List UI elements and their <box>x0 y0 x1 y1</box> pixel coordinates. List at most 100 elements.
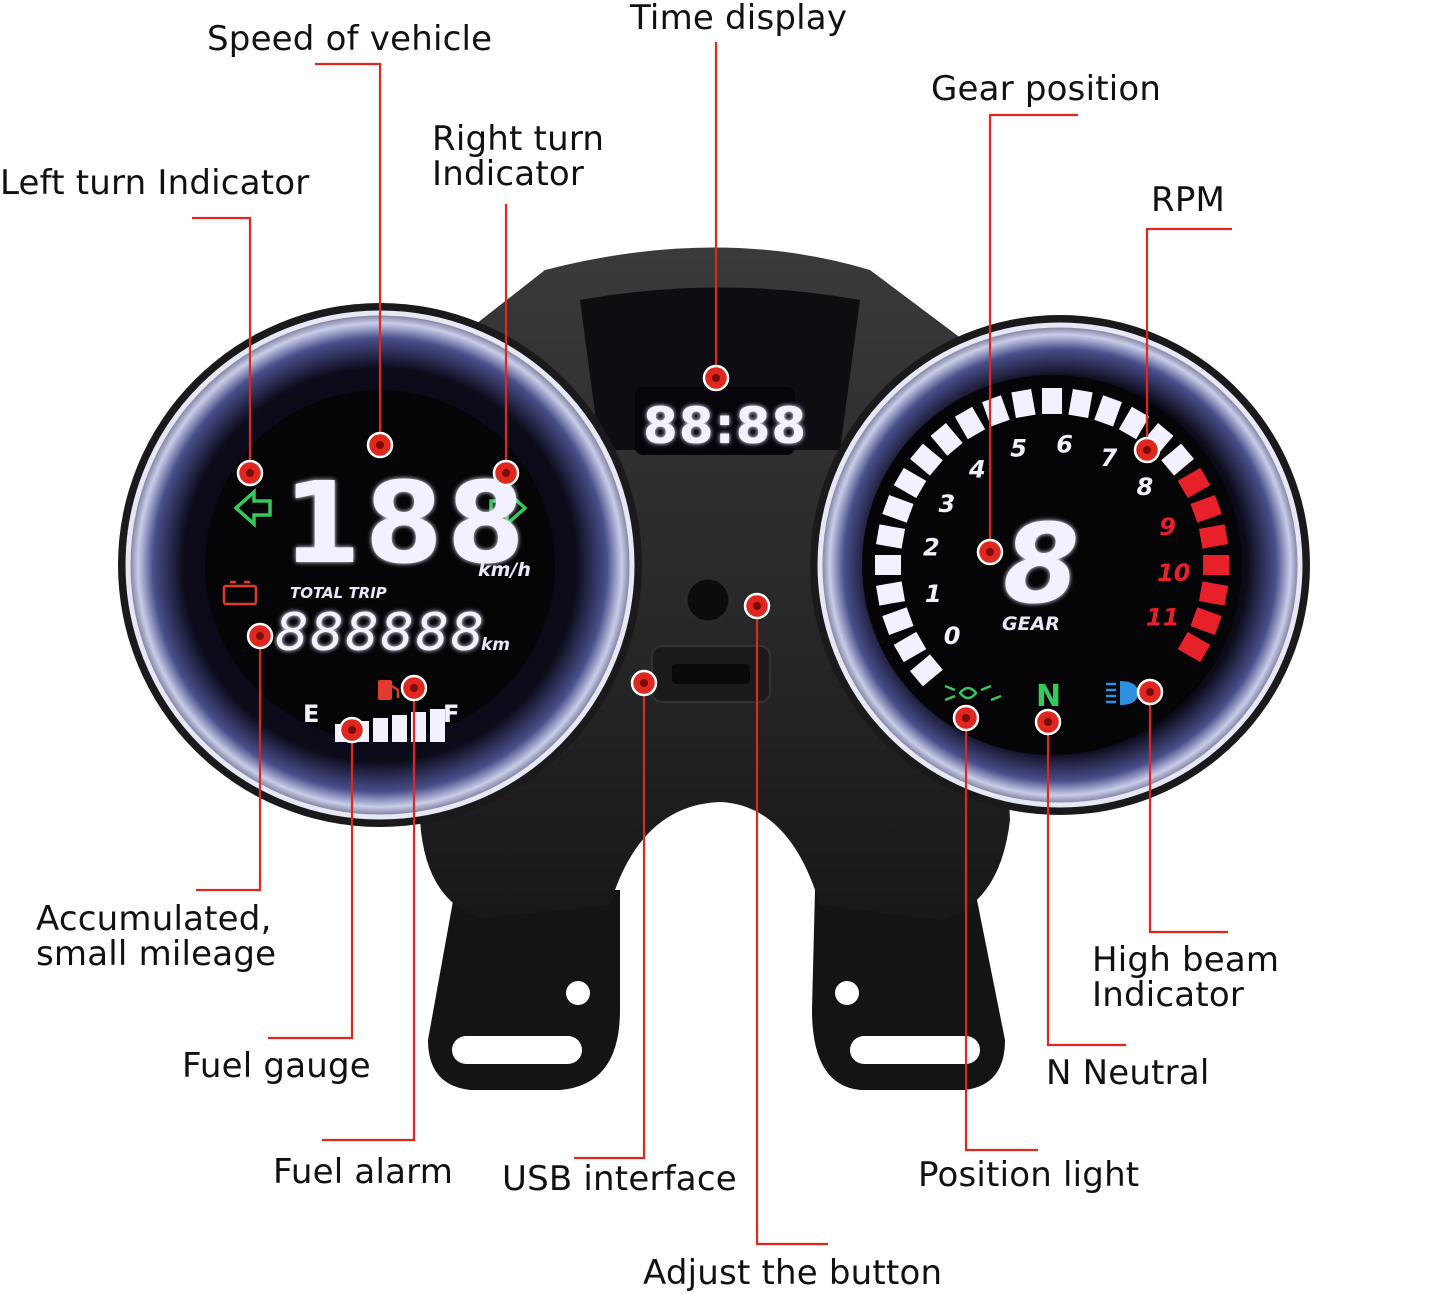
callout-marker <box>492 459 520 487</box>
leader-line <box>988 113 1078 552</box>
leader-line <box>1148 692 1228 934</box>
right-turn-arrow-icon <box>489 488 528 528</box>
fuel-pump-icon <box>378 680 400 700</box>
gear-label: GEAR <box>1002 613 1060 635</box>
leader-line <box>755 606 828 1246</box>
rpm-segment <box>1198 581 1229 606</box>
callout-left-turn-indicator: Left turn Indicator <box>0 163 310 203</box>
fuel-bar <box>373 718 388 742</box>
callout-usb-interface: USB interface <box>502 1159 737 1199</box>
callout-adjust-button: Adjust the button <box>643 1253 943 1293</box>
callout-rpm: RPM <box>1151 180 1226 220</box>
position-light-icon <box>944 684 1002 702</box>
rpm-segment <box>875 581 906 606</box>
callout-marker <box>1034 708 1062 736</box>
rpm-segment <box>1011 388 1036 419</box>
rpm-segment <box>910 443 943 476</box>
callout-n-neutral: N Neutral <box>1046 1053 1210 1093</box>
callout-gear-position: Gear position <box>931 69 1162 109</box>
callout-marker <box>976 538 1004 566</box>
leader-line <box>964 718 1038 1152</box>
callout-marker <box>400 674 428 702</box>
rpm-scale-label: 6 <box>1056 431 1073 459</box>
trip-label: TOTAL TRIP <box>290 584 387 602</box>
tachometer-dial <box>810 315 1310 815</box>
callout-marker <box>236 459 264 487</box>
rpm-segment <box>1118 406 1150 440</box>
rpm-segment <box>910 654 943 687</box>
leader-line <box>1046 722 1126 1047</box>
rpm-segment <box>1177 631 1211 663</box>
callout-marker <box>952 704 980 732</box>
rpm-segment <box>1203 555 1229 575</box>
rpm-scale-label: 4 <box>968 456 986 484</box>
gear-readout: 8 <box>1003 500 1080 628</box>
rpm-segment <box>1161 443 1194 476</box>
rpm-segment <box>882 495 914 523</box>
clock-readout: 88:88 <box>643 397 807 455</box>
callout-marker <box>366 431 394 459</box>
rpm-scale-label: 0 <box>944 622 961 650</box>
rpm-segment <box>875 555 901 575</box>
callout-marker <box>1136 678 1164 706</box>
rpm-scale-label: 11 <box>1146 604 1179 632</box>
mounting-brackets <box>428 890 1005 1090</box>
rpm-scale-label: 3 <box>938 490 955 518</box>
callout-high-beam-indicator: High beam Indicator <box>1092 940 1280 1015</box>
rpm-segment <box>882 607 914 635</box>
callout-accumulated-mileage: Accumulated, small mileage <box>36 899 277 974</box>
callout-marker <box>246 622 274 650</box>
rpm-scale-label: 8 <box>1136 473 1153 501</box>
rpm-segment <box>875 524 906 549</box>
callout-marker <box>1133 436 1161 464</box>
leader-line <box>192 216 252 473</box>
speed-unit: km/h <box>478 559 531 581</box>
rpm-segment <box>954 406 986 440</box>
odometer-readout: 888888 <box>275 603 486 663</box>
leader-line <box>322 688 416 1142</box>
neutral-indicator: N <box>1036 679 1061 714</box>
rpm-segment <box>1190 495 1222 523</box>
callout-time-display: Time display <box>630 0 848 38</box>
rpm-segment <box>1190 607 1222 635</box>
rpm-segment <box>930 423 963 456</box>
rpm-scale-label: 5 <box>1010 435 1027 463</box>
callout-marker <box>743 592 771 620</box>
fuel-full-label: F <box>443 700 459 728</box>
callout-marker <box>630 669 658 697</box>
leader-line <box>315 62 382 445</box>
callout-fuel-alarm: Fuel alarm <box>273 1152 454 1192</box>
rpm-segment <box>893 467 927 499</box>
leader-line <box>196 636 262 892</box>
battery-icon <box>222 580 258 606</box>
rpm-scale-label: 1 <box>925 580 942 608</box>
rpm-segment <box>1094 395 1122 427</box>
rpm-segment <box>1177 467 1211 499</box>
leader-line <box>268 730 354 1040</box>
callout-marker <box>702 364 730 392</box>
left-turn-arrow-icon <box>233 488 272 528</box>
leader-lines <box>192 42 1232 1246</box>
high-beam-icon <box>1106 681 1138 705</box>
callout-markers <box>236 364 1164 744</box>
callout-right-turn-indicator: Right turn Indicator <box>432 119 605 194</box>
callout-speed-of-vehicle: Speed of vehicle <box>207 19 493 59</box>
odometer-unit: km <box>481 635 510 655</box>
rpm-segment <box>893 631 927 663</box>
callout-marker <box>338 716 366 744</box>
rpm-segment <box>1042 388 1062 414</box>
leader-line <box>574 683 646 1160</box>
rpm-scale-label: 10 <box>1157 559 1190 587</box>
leader-line <box>1145 227 1232 450</box>
fuel-bar <box>430 709 445 742</box>
rpm-scale-label: 2 <box>923 534 940 562</box>
fuel-bar <box>392 715 407 742</box>
callout-fuel-gauge: Fuel gauge <box>182 1046 371 1086</box>
rpm-segment <box>1068 388 1093 419</box>
speed-readout: 188 <box>283 459 529 589</box>
rpm-scale-label: 7 <box>1100 444 1117 472</box>
rpm-scale-label: 9 <box>1159 513 1176 541</box>
